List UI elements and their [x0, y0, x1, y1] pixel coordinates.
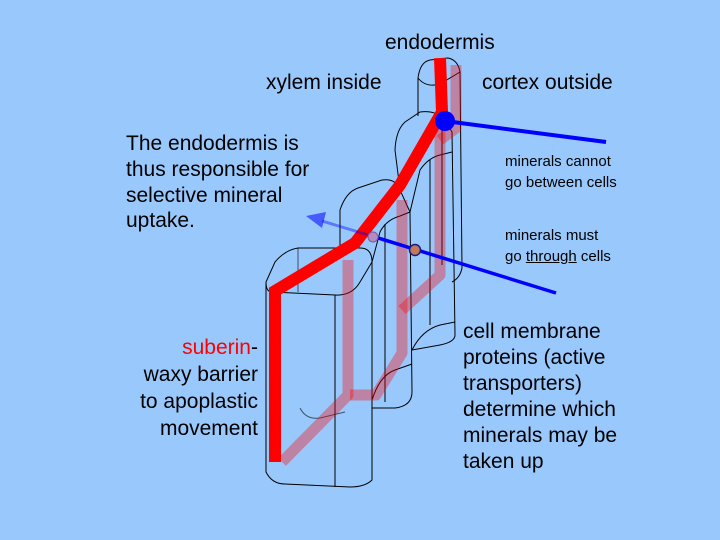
responsible-line: thus responsible for: [126, 157, 310, 181]
back-strip-3: [398, 130, 446, 315]
must-pre: go: [505, 248, 526, 265]
third-cell-top: [409, 151, 453, 213]
entry-point-outer: [408, 243, 422, 257]
membrane-proteins-text: cell membrane proteins (active transport…: [463, 319, 617, 475]
suberin-line: movement: [159, 416, 258, 440]
cannot-line: minerals cannot: [505, 153, 611, 170]
cortex-outside-label: cortex outside: [482, 71, 613, 94]
suberin-text: suberin- waxy barrier to apoplastic move…: [102, 335, 258, 443]
lower-cell-2: [371, 363, 413, 408]
lower-cell-3: [411, 321, 456, 351]
casparian-strip: [269, 57, 449, 462]
proteins-line: proteins (active: [463, 346, 606, 370]
endodermis-label: endodermis: [385, 31, 495, 54]
must-line-2: go through cells: [505, 246, 611, 267]
suberin-line: to apoplastic: [140, 389, 258, 413]
through-cells-arrow: [306, 212, 557, 295]
second-cell: [339, 179, 413, 409]
must-line: minerals must: [505, 227, 599, 244]
minerals-cannot-text: minerals cannot go between cells: [505, 151, 617, 193]
responsible-text: The endodermis is thus responsible for s…: [126, 131, 309, 234]
back-strip-1: [278, 260, 354, 466]
proteins-line: minerals may be: [463, 424, 618, 448]
second-cell-top: [371, 211, 411, 263]
responsible-line: The endodermis is: [126, 132, 299, 155]
back-strip-4: [436, 65, 462, 145]
top-cell: [417, 57, 463, 283]
responsible-line: selective mineral: [126, 183, 283, 207]
through-word: through: [525, 248, 577, 265]
front-cell: [265, 247, 373, 488]
suberin-line: waxy barrier: [143, 362, 258, 386]
suberin-word: suberin: [182, 336, 251, 359]
proteins-line: taken up: [463, 450, 544, 474]
responsible-line: uptake.: [126, 209, 195, 233]
minerals-must-text: minerals must go through cells: [505, 225, 611, 267]
proteins-line: transporters): [463, 372, 583, 396]
proteins-line: determine which: [463, 398, 616, 422]
xylem-inside-label: xylem inside: [266, 71, 382, 94]
front-cell-seam: [299, 407, 346, 419]
suberin-line: suberin-: [102, 335, 258, 362]
must-post: cells: [576, 248, 611, 265]
back-casparian-strips: [278, 65, 462, 466]
blocked-arrow: [435, 111, 607, 144]
proteins-line: cell membrane: [463, 320, 601, 343]
cannot-line: go between cells: [505, 174, 617, 191]
entry-point-inner: [367, 231, 379, 243]
blocked-point: [435, 111, 455, 131]
through-arrow-head: [306, 212, 326, 228]
back-strip-2: [350, 200, 408, 401]
suberin-dash: -: [251, 336, 258, 359]
